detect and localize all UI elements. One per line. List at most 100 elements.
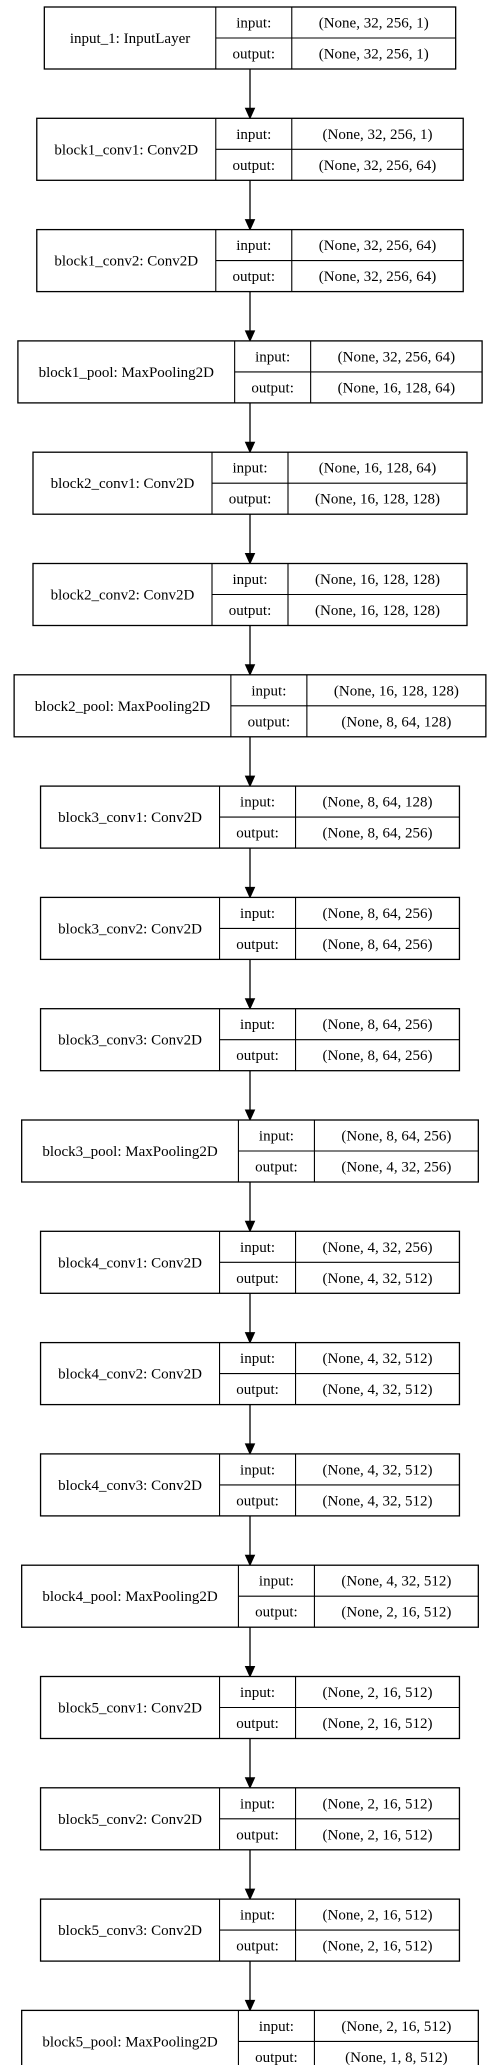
output-port-label: output: [236,1939,279,1955]
layer-node: block3_pool: MaxPooling2Dinput:output:(N… [21,1119,479,1183]
arrowhead-icon [244,1332,256,1344]
output-shape: (None, 32, 256, 64) [319,158,436,174]
layer-node: block1_pool: MaxPooling2Dinput:output:(N… [17,340,483,404]
edge-arrow [244,1070,256,1122]
input-shape: (None, 32, 256, 1) [323,127,433,143]
arrowhead-icon [244,330,256,343]
input-port-label: input: [240,1908,275,1924]
layer-name: block2_conv2: Conv2D [51,588,195,604]
arrowhead-icon [244,886,256,899]
layer-name: block5_conv3: Conv2D [58,1923,202,1939]
arrowhead-icon [244,107,256,120]
output-shape: (None, 8, 64, 256) [323,826,433,842]
output-port-label: output: [233,47,276,63]
arrowhead-icon [244,1666,256,1678]
arrowhead-icon [244,1888,256,1901]
input-port-label: input: [240,1351,275,1367]
edge-arrow [244,959,256,1010]
layer-name: block2_pool: MaxPooling2D [35,699,211,715]
output-shape: (None, 2, 16, 512) [323,1939,433,1955]
input-shape: (None, 2, 16, 512) [323,1685,433,1701]
output-shape: (None, 16, 128, 128) [315,603,440,619]
layer-name: block4_conv3: Conv2D [58,1478,202,1494]
input-shape: (None, 16, 128, 128) [334,683,459,699]
output-port-label: output: [236,1048,279,1064]
layer-node: block4_conv1: Conv2Dinput:output:(None, … [39,1230,461,1294]
input-port-label: input: [251,683,286,699]
output-shape: (None, 2, 16, 512) [341,1605,451,1621]
edge-arrow [244,69,256,120]
output-port-label: output: [236,1493,279,1509]
layer-name: block4_conv1: Conv2D [58,1255,202,1271]
output-shape: (None, 8, 64, 256) [323,937,433,953]
input-port-label: input: [240,906,275,922]
layer-node: block1_conv1: Conv2D input: output: (None, … [36,117,464,181]
output-port-label: output: [255,2050,298,2065]
input-shape: (None, 8, 64, 128) [323,795,433,811]
input-shape: (None, 8, 64, 256) [341,1129,451,1145]
arrowhead-icon [244,1443,256,1456]
layer-name: block4_conv2: Conv2D [58,1367,202,1383]
layer-node: block5_conv3: Conv2D input: output: (None, … [39,1898,461,1962]
layer-node: block5_conv2: Conv2Dinput:output:(None, … [39,1787,461,1851]
output-port-label: output: [236,937,279,953]
input-shape: (None, 4, 32, 512) [323,1462,433,1478]
edge-arrow [244,1961,256,2012]
edge-arrow [244,1627,256,1678]
layer-name: input_1: InputLayer [70,31,190,47]
output-port-label: output: [236,1716,279,1732]
output-port-label: output: [236,1382,279,1398]
input-shape: (None, 4, 32, 512) [323,1351,433,1367]
layer-name: block1_conv1: Conv2D [54,142,198,158]
output-shape: (None, 8, 64, 256) [323,1048,433,1064]
input-shape: (None, 16, 128, 64) [319,461,436,477]
layer-node: block2_conv1: Conv2Dinput:output:(None, … [32,451,468,515]
layer-node: block4_pool: MaxPooling2Dinput:output:(N… [21,1564,479,1628]
input-port-label: input: [259,1129,294,1145]
output-shape: (None, 32, 256, 64) [319,269,436,285]
input-shape: (None, 2, 16, 512) [341,2019,451,2035]
input-port-label: input: [255,349,290,365]
edge-arrow [244,180,256,231]
edge-arrow [244,1404,256,1456]
output-shape: (None, 1, 8, 512) [345,2050,447,2065]
output-port-label: output: [236,826,279,842]
output-shape: (None, 16, 128, 64) [338,380,455,396]
output-port-label: output: [233,158,276,174]
input-port-label: input: [240,1462,275,1478]
layer-node: block5_conv1: Conv2Dinput:output:(None, … [39,1675,461,1740]
output-port-label: output: [255,1160,298,1176]
output-shape: (None, 16, 128, 128) [315,492,440,508]
input-shape: (None, 16, 128, 128) [315,572,440,588]
layer-node: block4_conv3: Conv2D input: output: (None, … [39,1453,461,1517]
input-port-label: input: [236,127,271,143]
output-port-label: output: [236,1827,279,1843]
edge-arrow [244,1182,256,1233]
arrowhead-icon [244,1999,256,2012]
input-port-label: input: [240,1685,275,1701]
input-port-label: input: [259,1574,294,1590]
layer-name: block1_pool: MaxPooling2D [39,365,215,381]
layer-name: block3_conv2: Conv2D [58,921,202,937]
layer-name: block2_conv1: Conv2D [51,476,195,492]
input-port-label: input: [240,1240,275,1256]
output-port-label: output: [233,269,276,285]
arrowhead-icon [244,441,256,454]
layer-node: block1_conv2: Conv2Dinput:output:(None, … [36,228,464,293]
output-shape: (None, 32, 256, 1) [319,47,429,63]
output-port-label: output: [229,492,272,508]
layer-node: block2_conv2: Conv2Dinput:output:(None, … [32,562,468,627]
arrowhead-icon [244,1554,256,1567]
output-port-label: output: [236,1271,279,1287]
arrowhead-icon [244,1777,256,1790]
arrowhead-icon [244,1109,256,1122]
input-shape: (None, 8, 64, 256) [323,906,433,922]
input-shape: (None, 32, 256, 64) [338,349,455,365]
layer-node: input_1: InputLayer input: output: (None, 3… [43,6,457,70]
layer-node: block4_conv2: Conv2D input: output: (None, … [39,1341,461,1406]
input-shape: (None, 2, 16, 512) [323,1796,433,1812]
output-port-label: output: [255,1605,298,1621]
input-port-label: input: [240,795,275,811]
input-port-label: input: [236,16,271,32]
layer-node: block3_conv3: Conv2Dinput:output:(None, … [39,1008,461,1072]
